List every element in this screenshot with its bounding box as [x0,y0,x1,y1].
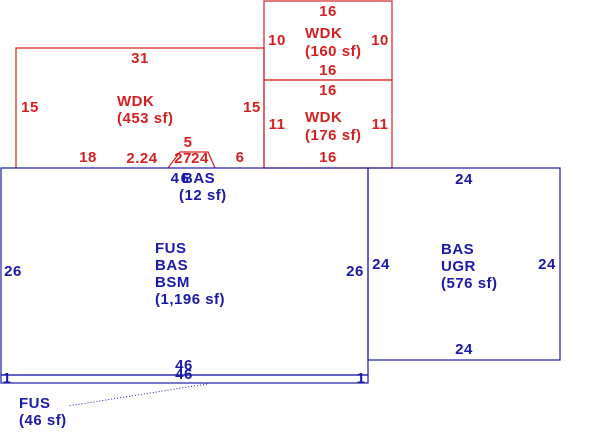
wdk-upper-area: (160 sf) [305,43,362,60]
garage-area: (576 sf) [441,275,498,292]
main-house-area: (1,196 sf) [155,291,225,308]
garage-line1: BAS [441,241,474,258]
wdk-main-step-dim: 5 [184,134,193,151]
wdk-main-top-dim: 31 [131,50,149,67]
wdk-middle-deck: 16 11 11 WDK (176 sf) 16 [263,79,393,169]
garage-top-dim: 24 [455,171,473,188]
garage-right-dim: 24 [538,256,556,273]
garage-bottom-dim: 24 [455,341,473,358]
wdk-middle-left-dim: 11 [269,116,286,133]
fus-strip-top-dim: 46 [175,366,193,383]
wdk-main-label: WDK [117,93,154,110]
bay-label: BAS [182,170,215,187]
wdk-main-bottom-mid2-dim: 27 [174,150,192,167]
wdk-upper-label: WDK [305,25,342,42]
wdk-upper-top-dim: 16 [319,3,337,20]
fus-strip-outline [0,374,369,384]
garage-outline [367,167,561,361]
wdk-main-bottom-right-dim: 6 [236,149,245,166]
wdk-middle-area: (176 sf) [305,127,362,144]
wdk-main-bottom-mid3-dim: 24 [191,150,209,167]
bay-dim-b: 6 [181,170,190,187]
main-house-line1: FUS [155,240,187,257]
bay-dim-a: 4 [171,170,180,187]
main-house-bottom-dim: 46 [175,357,193,374]
wdk-upper-deck: 16 10 10 WDK (160 sf) 16 [263,0,393,81]
wdk-main-step [167,151,216,169]
fus-strip: 46 1 1 FUS (46 sf) [0,366,369,429]
bay-area: (12 sf) [179,187,227,204]
wdk-middle-bottom-dim: 16 [319,149,337,166]
wdk-middle-label: WDK [305,109,342,126]
fus-strip-area: (46 sf) [19,412,67,429]
fus-strip-label: FUS [19,395,51,412]
wdk-main-deck: 31 15 15 WDK (453 sf) 18 2.24 27 24 6 5 [15,47,265,169]
garage-line2: UGR [441,258,476,275]
wdk-main-bottom-left-dim: 18 [79,149,97,166]
wdk-middle-top-dim: 16 [319,82,337,99]
wdk-main-bottom-mid-dim: 2.24 [126,150,157,167]
wdk-middle-right-dim: 11 [372,116,389,133]
wdk-upper-right-dim: 10 [371,32,389,49]
main-house: 4 6 BAS (12 sf) 26 26 FUS BAS BSM (1,196… [0,167,369,376]
wdk-main-left-dim: 15 [21,99,39,116]
wdk-main-right-dim: 15 [243,99,261,116]
main-house-line3: BSM [155,274,190,291]
fus-strip-leader-line [67,383,208,407]
wdk-upper-left-dim: 10 [268,32,286,49]
main-house-right-dim: 26 [346,263,364,280]
garage-left-dim: 24 [372,256,390,273]
wdk-upper-bottom-dim: 16 [319,62,337,79]
fus-strip-right-dim: 1 [357,370,366,387]
wdk-main-area: (453 sf) [117,110,174,127]
main-house-line2: BAS [155,257,188,274]
garage: 24 24 24 BAS UGR (576 sf) 24 [367,167,561,361]
fus-strip-left-dim: 1 [3,370,12,387]
main-house-left-dim: 26 [4,263,22,280]
